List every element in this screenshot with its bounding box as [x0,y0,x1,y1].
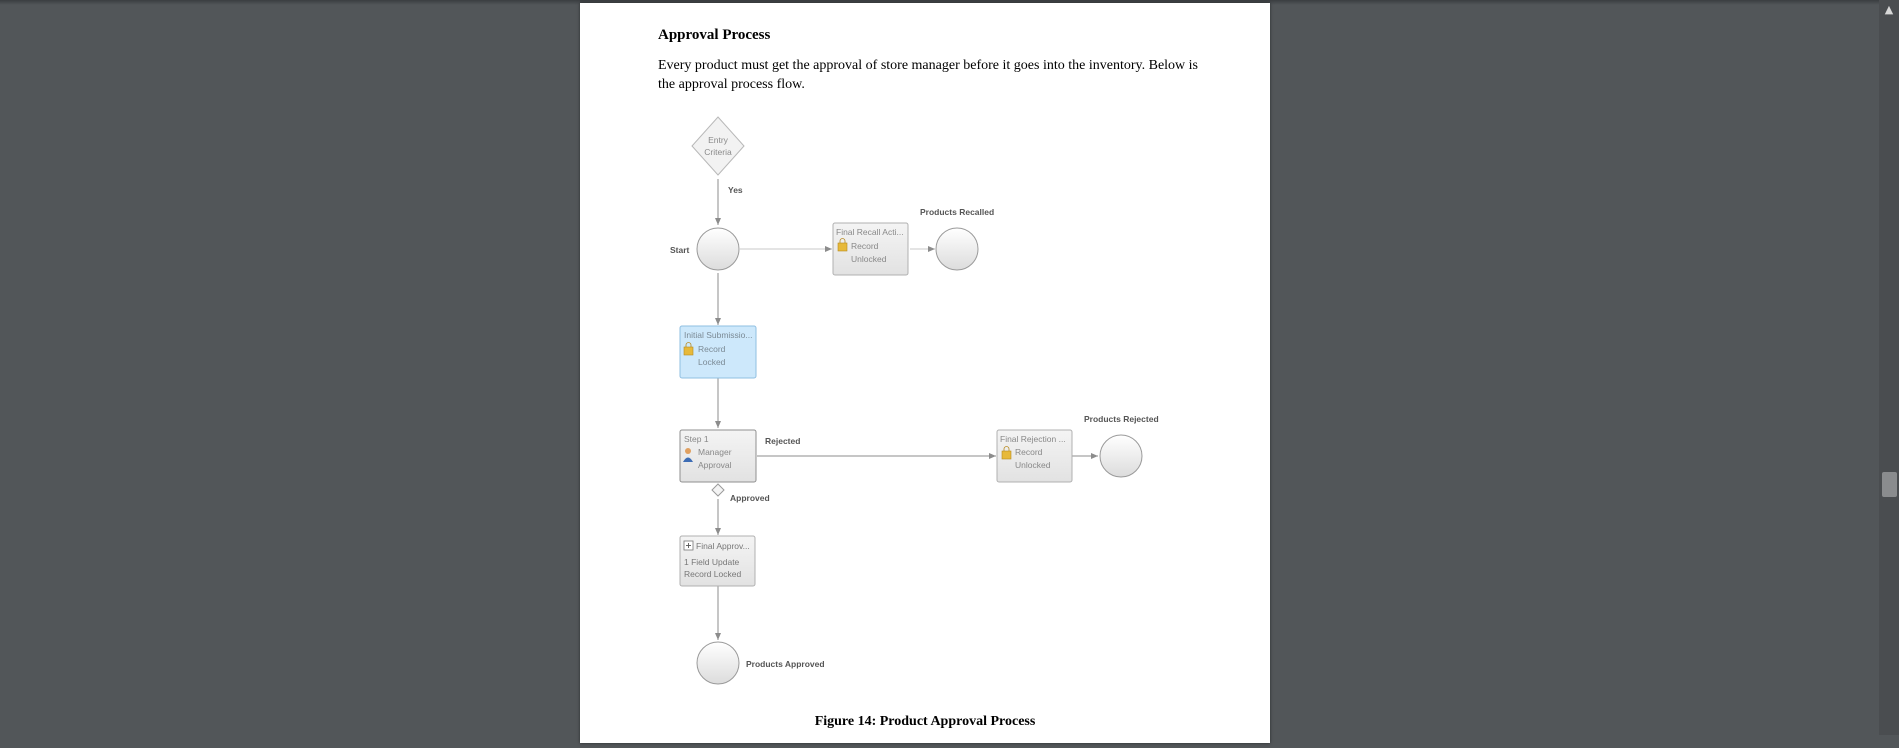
final-approval-box: Final Approv... 1 Field Update Record Lo… [679,535,756,587]
expand-plus-icon [683,540,694,551]
label-products-rejected: Products Rejected [1084,414,1159,424]
figure-caption: Figure 14: Product Approval Process [814,714,1036,729]
svg-text:Record Locked: Record Locked [684,569,741,579]
document-page: Approval Process Every product must get … [580,3,1270,743]
step1-manager-approval-box: Step 1 Manager Approval [679,429,757,483]
scrollbar-thumb[interactable] [1882,472,1897,497]
svg-text:Unlocked: Unlocked [851,254,887,264]
decision-diamond-icon [711,483,725,497]
svg-text:Record: Record [1015,447,1043,457]
label-rejected: Rejected [765,436,800,446]
scroll-up-arrow-icon[interactable]: ▲ [1884,3,1894,16]
svg-text:Record: Record [851,241,879,251]
svg-text:Criteria: Criteria [704,147,732,157]
products-rejected-end-node [1099,434,1143,478]
products-approved-end-node [696,641,740,685]
entry-criteria-node: Entry Criteria [691,116,745,176]
label-start: Start [670,245,690,255]
svg-text:Manager: Manager [698,447,732,457]
viewer-top-shadow [0,0,1899,5]
svg-text:Final Recall Acti...: Final Recall Acti... [836,227,904,237]
final-rejection-box: Final Rejection ... Record Unlocked [996,429,1073,483]
svg-text:Initial Submissio...: Initial Submissio... [684,330,753,340]
section-heading: Approval Process [658,27,771,43]
diagram-canvas: Entry Criteria Yes Start Final Recall Ac… [670,116,1159,685]
svg-text:Locked: Locked [698,357,726,367]
vertical-scrollbar[interactable]: ▲ [1879,0,1899,735]
products-recalled-end-node [935,227,979,271]
lock-icon [683,342,694,356]
svg-text:Final Rejection ...: Final Rejection ... [1000,434,1066,444]
initial-submission-box: Initial Submissio... Record Locked [679,325,757,379]
label-approved: Approved [730,493,770,503]
label-products-approved: Products Approved [746,659,825,669]
label-yes: Yes [728,185,743,195]
connector-lines [715,179,1098,640]
lock-icon [1001,446,1012,460]
svg-text:Final Approv...: Final Approv... [696,541,750,551]
user-icon [683,448,693,462]
label-products-recalled: Products Recalled [920,207,994,217]
start-node [696,227,740,271]
final-recall-action-box: Final Recall Acti... Record Unlocked [832,222,909,276]
svg-text:Record: Record [698,344,726,354]
body-paragraph: Every product must get the approval of s… [658,58,1198,92]
lock-icon [837,238,848,252]
svg-text:1 Field Update: 1 Field Update [684,557,740,567]
svg-text:Entry: Entry [708,135,729,145]
svg-text:Approval: Approval [698,460,732,470]
svg-text:Step 1: Step 1 [684,434,709,444]
svg-text:Unlocked: Unlocked [1015,460,1051,470]
approval-process-diagram: Entry Criteria Yes Start Final Recall Ac… [580,3,1270,743]
